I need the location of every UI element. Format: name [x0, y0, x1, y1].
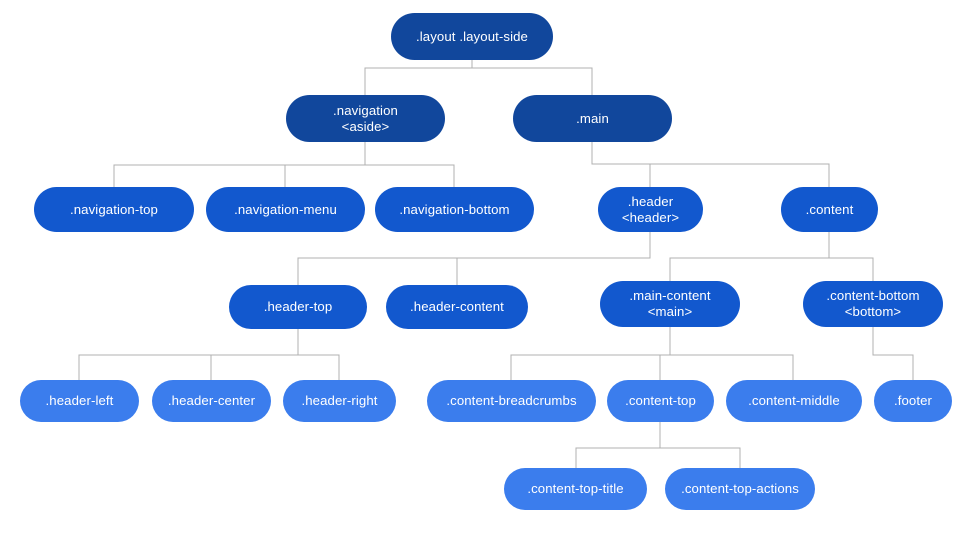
tree-node-label: .header <header>: [621, 193, 680, 225]
tree-node-header-content[interactable]: .header-content: [386, 285, 528, 329]
tree-node-main[interactable]: .main: [513, 95, 672, 142]
tree-node-label: .navigation-menu: [234, 201, 337, 217]
tree-node-navigation-menu[interactable]: .navigation-menu: [206, 187, 365, 232]
tree-node-main-content[interactable]: .main-content <main>: [600, 281, 740, 327]
tree-node-label: .content-middle: [748, 393, 840, 408]
tree-node-label: .footer: [893, 393, 933, 408]
tree-node-content-top-title[interactable]: .content-top-title: [504, 468, 647, 510]
tree-node-header-top[interactable]: .header-top: [229, 285, 367, 329]
tree-node-label: .header-left: [45, 393, 114, 408]
tree-node-label: .header-center: [167, 393, 256, 408]
tree-node-label: .content-top-title: [527, 481, 624, 496]
tree-node-label: .content-top-actions: [681, 481, 799, 496]
tree-node-label: .content-bottom <bottom>: [826, 288, 920, 319]
tree-node-navigation-bottom[interactable]: .navigation-bottom: [375, 187, 534, 232]
tree-node-label: .header-top: [263, 299, 333, 314]
tree-node-header[interactable]: .header <header>: [598, 187, 703, 232]
tree-node-header-left[interactable]: .header-left: [20, 380, 139, 422]
tree-node-header-center[interactable]: .header-center: [152, 380, 271, 422]
tree-node-label: .navigation-bottom: [399, 201, 510, 217]
tree-node-navigation-top[interactable]: .navigation-top: [34, 187, 194, 232]
tree-node-label: .header-content: [410, 299, 504, 314]
tree-node-content-breadcrumbs[interactable]: .content-breadcrumbs: [427, 380, 596, 422]
tree-node-header-right[interactable]: .header-right: [283, 380, 396, 422]
tree-node-label: .navigation-top: [69, 201, 158, 217]
tree-node-content-top-actions[interactable]: .content-top-actions: [665, 468, 815, 510]
tree-node-navigation[interactable]: .navigation <aside>: [286, 95, 445, 142]
tree-node-label: .content-top: [625, 393, 696, 408]
tree-node-label: .header-right: [301, 393, 378, 408]
tree-node-label: .layout .layout-side: [416, 28, 528, 44]
tree-node-label: .content-breadcrumbs: [446, 393, 577, 408]
tree-node-label: .navigation <aside>: [333, 102, 398, 134]
tree-node-label: .main: [576, 110, 609, 126]
tree-node-content-middle[interactable]: .content-middle: [726, 380, 862, 422]
tree-node-content-top[interactable]: .content-top: [607, 380, 714, 422]
tree-node-layout[interactable]: .layout .layout-side: [391, 13, 553, 60]
tree-node-footer[interactable]: .footer: [874, 380, 952, 422]
tree-node-content[interactable]: .content: [781, 187, 878, 232]
tree-node-label: .main-content <main>: [629, 288, 711, 319]
tree-node-content-bottom[interactable]: .content-bottom <bottom>: [803, 281, 943, 327]
tree-node-label: .content: [805, 201, 854, 217]
